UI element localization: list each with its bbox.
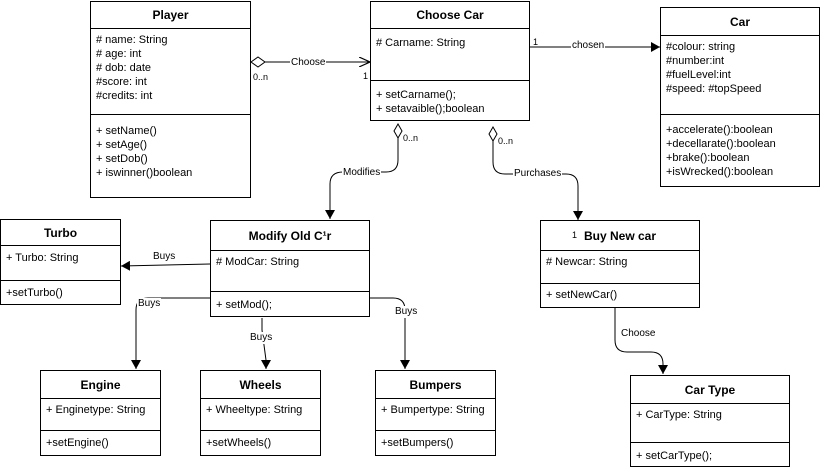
multiplicity-player-choose: 0..n (253, 72, 269, 82)
class-wheels: Wheels + Wheeltype: String +setWheels() (200, 370, 321, 456)
class-title: Player (91, 2, 250, 29)
edge-label-chosen: chosen (571, 40, 606, 52)
class-title: Modify Old C¹r (211, 221, 369, 251)
class-car-type: Car Type + CarType: String + setCarType(… (630, 375, 790, 467)
method: + setCarname(); (376, 89, 456, 101)
edge-buys-turbo (120, 260, 211, 271)
attribute: # age: int (96, 48, 142, 60)
class-car: Car #colour: string #number:int #fuelLev… (660, 7, 820, 187)
method: + setMod(); (216, 299, 272, 311)
edge-label-buys-bumpers: Buys (394, 306, 419, 318)
class-title: Wheels (201, 371, 320, 399)
edge-label-choose-type: Choose (620, 328, 657, 340)
attribute: #score: int (96, 76, 147, 88)
edge-label-buys-turbo: Buys (152, 251, 177, 263)
method: + setavaible();boolean (376, 103, 485, 115)
attribute: + Enginetype: String (46, 404, 146, 416)
class-turbo: Turbo + Turbo: String +setTurbo() (0, 219, 121, 305)
methods-section: +setBumpers() (376, 431, 495, 454)
class-title: Turbo (1, 220, 120, 246)
methods-section: +setTurbo() (1, 281, 120, 304)
attributes-section: + CarType: String (631, 404, 789, 443)
attribute: #speed: #topSpeed (666, 83, 762, 95)
edge-label-choose: Choose (290, 57, 327, 69)
attribute: #credits: int (96, 90, 153, 102)
method: +brake():boolean (666, 152, 750, 164)
class-player: Player # name: String # age: int # dob: … (90, 1, 251, 198)
attributes-section: # name: String # age: int # dob: date #s… (91, 29, 250, 115)
methods-section: + setNewCar() (541, 284, 699, 306)
methods-section: + setCarname(); + setavaible();boolean (371, 81, 529, 120)
edge-label-buys-wheels: Buys (249, 332, 274, 344)
multiplicity-choosecar-choose: 1 (363, 71, 369, 81)
class-title: Buy New car (541, 221, 699, 251)
method: +setEngine() (46, 437, 109, 449)
multiplicity-modify-src: 0..n (403, 133, 419, 143)
class-modify-old-car: Modify Old C¹r # ModCar: String + setMod… (210, 220, 370, 317)
attribute: #colour: string (666, 41, 736, 53)
attribute: # ModCar: String (216, 256, 300, 268)
method: + setCarType(); (636, 450, 713, 462)
attributes-section: + Wheeltype: String (201, 399, 320, 431)
attributes-section: #colour: string #number:int #fuelLevel:i… (661, 36, 819, 115)
class-title: Car (661, 8, 819, 36)
attributes-section: + Enginetype: String (41, 399, 160, 431)
edge-label-purchases: Purchases (513, 168, 563, 180)
method: +setTurbo() (6, 287, 63, 299)
attribute: # dob: date (96, 62, 152, 74)
edge-label-modifies: Modifies (342, 167, 382, 179)
methods-section: + setMod(); (211, 292, 369, 316)
class-choose-car: Choose Car # Carname: String + setCarnam… (370, 1, 530, 121)
attributes-section: # ModCar: String (211, 251, 369, 292)
methods-section: +setWheels() (201, 431, 320, 454)
attribute: + CarType: String (636, 409, 722, 421)
method: + setAge() (96, 139, 148, 151)
edge-buys-wheels (261, 318, 271, 369)
attribute: #number:int (666, 55, 725, 67)
multiplicity-choosecar-chosen: 1 (533, 37, 539, 47)
method: + iswinner()boolean (96, 167, 193, 179)
class-engine: Engine + Enginetype: String +setEngine() (40, 370, 161, 456)
class-title: Car Type (631, 376, 789, 404)
methods-section: + setName() + setAge() + setDob() + iswi… (91, 115, 250, 184)
multiplicity-purchase-src: 0..n (498, 136, 514, 146)
method: +setWheels() (206, 437, 272, 449)
attribute: + Bumpertype: String (381, 404, 485, 416)
method: +isWrecked():boolean (666, 166, 774, 178)
attributes-section: + Bumpertype: String (376, 399, 495, 431)
method: +accelerate():boolean (666, 124, 773, 136)
method: +setBumpers() (381, 437, 454, 449)
methods-section: +accelerate():boolean +decellarate():boo… (661, 115, 819, 183)
attribute: # Newcar: String (546, 256, 628, 268)
edge-choose-type (614, 308, 668, 374)
methods-section: + setCarType(); (631, 443, 789, 467)
method: + setNewCar() (546, 289, 618, 301)
class-title: Bumpers (376, 371, 495, 399)
method: +decellarate():boolean (666, 138, 776, 150)
attribute: # Carname: String (376, 37, 466, 49)
attributes-section: # Carname: String (371, 29, 529, 81)
class-title: Engine (41, 371, 160, 399)
attributes-section: + Turbo: String (1, 246, 120, 281)
class-title: Choose Car (371, 2, 529, 29)
attribute: + Turbo: String (6, 252, 79, 264)
multiplicity-buynew-target: 1 (572, 230, 578, 240)
attributes-section: # Newcar: String (541, 251, 699, 284)
class-bumpers: Bumpers + Bumpertype: String +setBumpers… (375, 370, 496, 456)
method: + setDob() (96, 153, 148, 165)
methods-section: +setEngine() (41, 431, 160, 454)
class-buy-new-car: Buy New car # Newcar: String + setNewCar… (540, 220, 700, 308)
method: + setName() (96, 125, 157, 137)
attribute: # name: String (96, 34, 168, 46)
attribute: + Wheeltype: String (206, 404, 303, 416)
edge-label-buys-engine: Buys (137, 298, 162, 310)
attribute: #fuelLevel:int (666, 69, 731, 81)
